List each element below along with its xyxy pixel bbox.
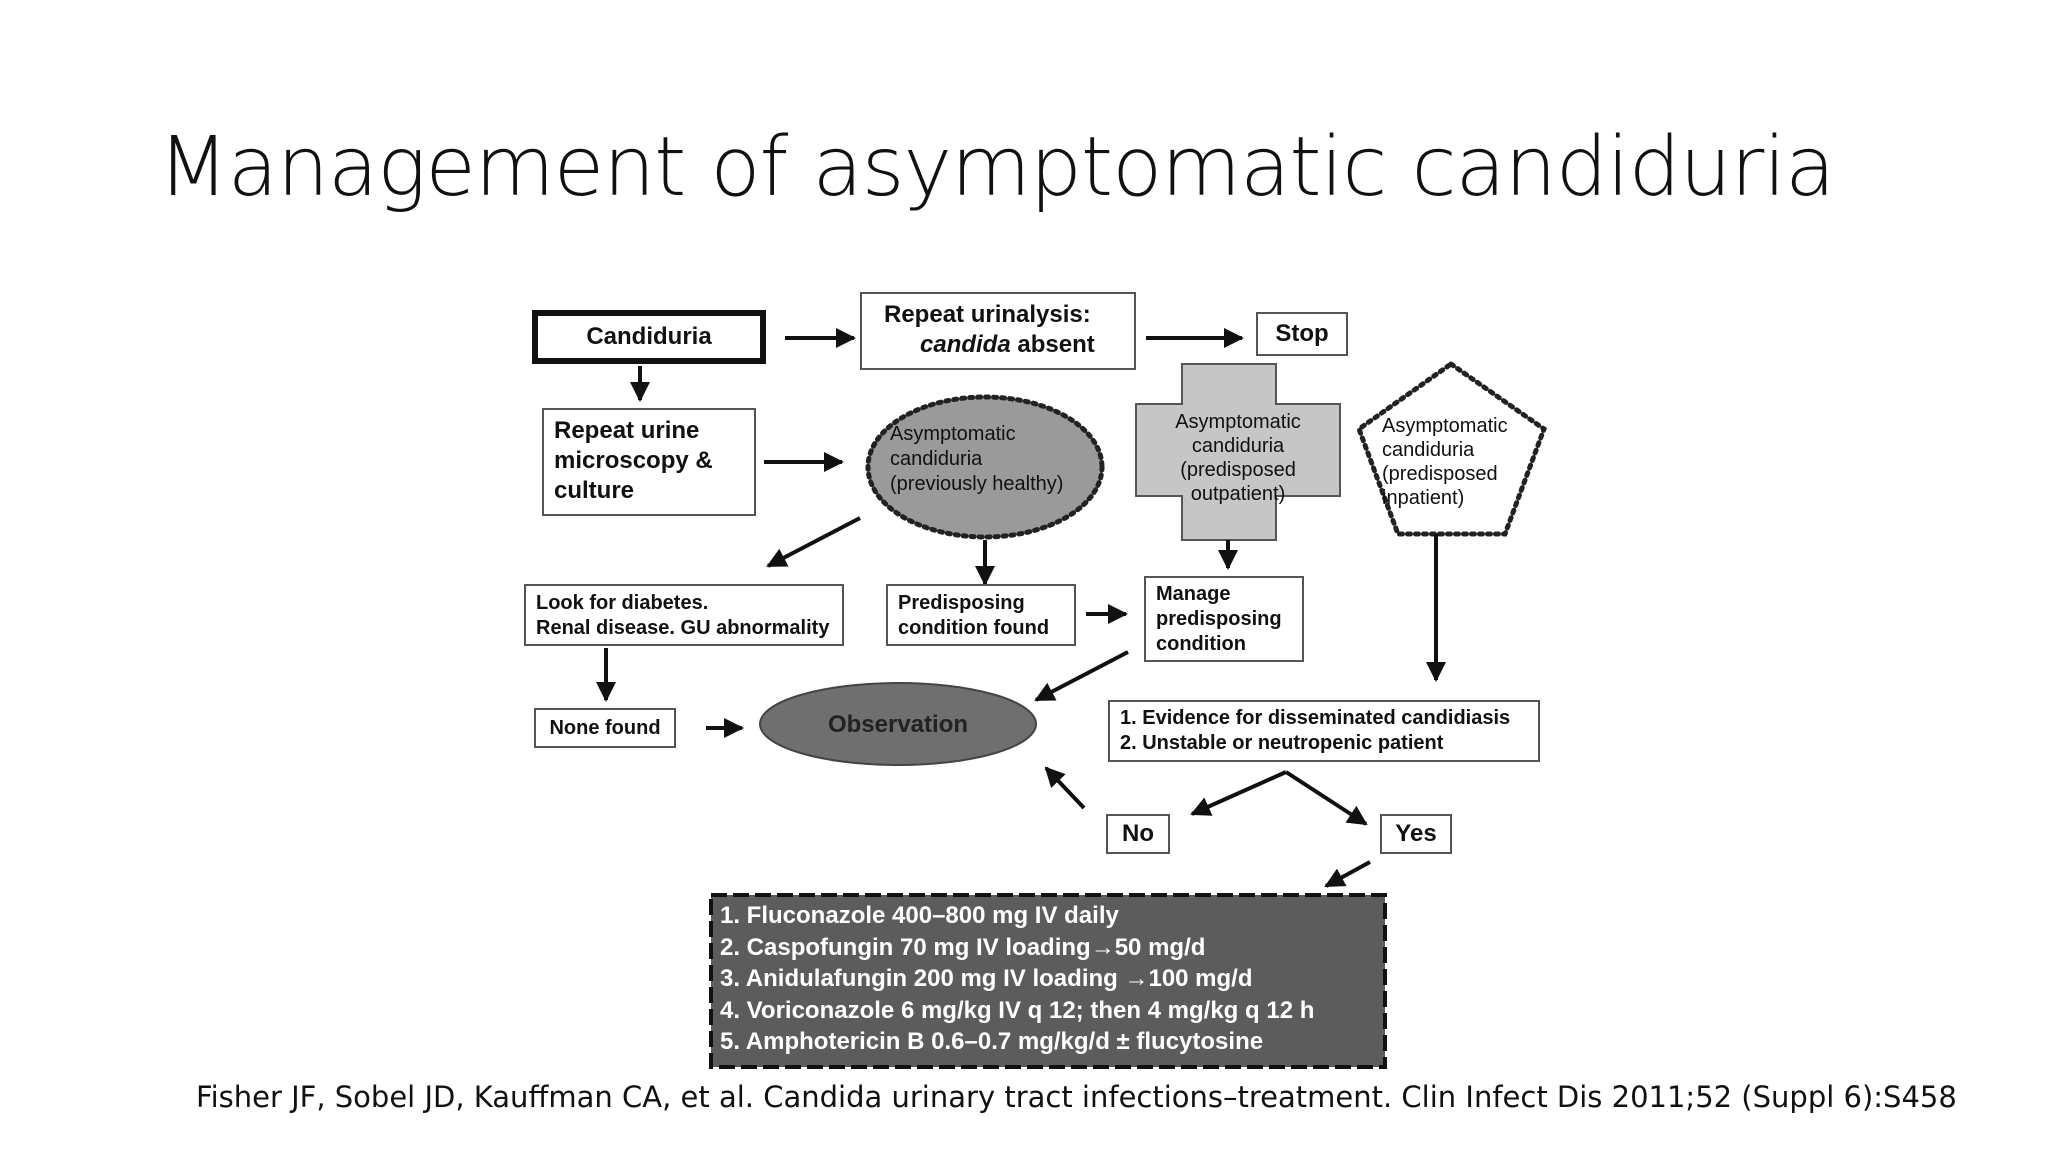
no-label: No — [1122, 820, 1154, 847]
evidence-line-1: 1. Evidence for disseminated candidiasis — [1120, 707, 1511, 729]
treatment-line-2: 2. Caspofungin 70 mg IV loading→50 mg/d — [720, 933, 1206, 961]
yes-label: Yes — [1395, 820, 1437, 847]
absent-label: absent — [1010, 331, 1095, 358]
outpatient-line-4: outpatient) — [1190, 483, 1286, 505]
node-manage: Manage predisposing condition — [1144, 576, 1304, 662]
look-for-line-2: Renal disease. GU abnormality — [536, 617, 830, 639]
stop-label: Stop — [1275, 320, 1329, 347]
predisposing-line-1: Predisposing — [898, 592, 1025, 614]
treatment-box-shape — [709, 893, 1387, 1069]
none-found-label: None found — [549, 716, 661, 739]
citation: Fisher JF, Sobel JD, Kauffman CA, et al.… — [196, 1080, 1957, 1114]
node-candiduria: Candiduria — [532, 310, 766, 364]
arrow-manage-to-observation — [1034, 650, 1129, 702]
microscopy-line-1: Repeat urine — [554, 417, 700, 444]
observation-label: Observation — [827, 711, 969, 738]
treatment-line-4: 4. Voriconazole 6 mg/kg IV q 12; then 4 … — [720, 996, 1315, 1024]
arrow-healthy-to-lookfor — [766, 516, 861, 568]
inpatient-line-2: candiduria — [1382, 439, 1475, 461]
inpatient-pentagon-shape — [1355, 360, 1548, 537]
outpatient-line-3: (predisposed — [1180, 459, 1296, 481]
manage-line-2: predisposing — [1156, 608, 1282, 630]
manage-line-3: condition — [1156, 633, 1246, 655]
look-for-line-1: Look for diabetes. — [536, 592, 709, 614]
node-healthy: Asymptomatic candiduria (previously heal… — [890, 422, 1100, 512]
outpatient-line-1: Asymptomatic — [1175, 411, 1301, 433]
node-outpatient: Asymptomatic candiduria (predisposed out… — [1140, 408, 1336, 508]
inpatient-line-1: Asymptomatic — [1382, 415, 1508, 437]
node-no: No — [1106, 814, 1170, 854]
repeat-urinalysis-line1: Repeat urinalysis: — [884, 301, 1091, 328]
arrow-evidence-split-no — [1190, 770, 1287, 816]
healthy-line-1: Asymptomatic — [890, 423, 1016, 445]
inpatient-line-4: inpatient) — [1382, 487, 1465, 509]
manage-line-1: Manage — [1156, 583, 1231, 605]
healthy-ellipse-shape — [865, 394, 1105, 540]
healthy-line-2: candiduria — [890, 448, 983, 470]
treatment-line-3: 3. Anidulafungin 200 mg IV loading →100 … — [720, 965, 1253, 992]
outpatient-cross-shape — [1135, 363, 1341, 541]
node-inpatient: Asymptomatic candiduria (predisposed inp… — [1382, 414, 1532, 514]
outpatient-line-2: candiduria — [1191, 435, 1285, 457]
node-stop: Stop — [1256, 312, 1348, 356]
predisposing-line-2: condition found — [898, 617, 1050, 639]
node-repeat-urinalysis: Repeat urinalysis: candida absent — [860, 292, 1136, 370]
observation-ellipse-shape — [759, 682, 1037, 766]
treatment-line-5: 5. Amphotericin B 0.6–0.7 mg/kg/d ± fluc… — [720, 1028, 1264, 1055]
node-repeat-microscopy: Repeat urine microscopy & culture — [542, 408, 756, 516]
microscopy-line-2: microscopy & — [554, 447, 713, 474]
node-none-found: None found — [534, 708, 676, 748]
node-look-for: Look for diabetes. Renal disease. GU abn… — [524, 584, 844, 646]
microscopy-line-3: culture — [554, 477, 635, 504]
slide-title: Management of asymptomatic candiduria — [158, 120, 1835, 215]
healthy-line-3: (previously healthy) — [890, 473, 1064, 495]
node-yes: Yes — [1380, 814, 1452, 854]
node-predisposing-found: Predisposing condition found — [886, 584, 1076, 646]
arrow-evidence-split-yes — [1284, 770, 1368, 826]
candiduria-label: Candiduria — [586, 323, 712, 350]
treatment-line-1: 1. Fluconazole 400–800 mg IV daily — [720, 902, 1119, 929]
arrow-yes-to-treatment — [1324, 860, 1371, 888]
treatment-box: 1. Fluconazole 400–800 mg IV daily 2. Ca… — [710, 894, 1386, 1068]
inpatient-line-3: (predisposed — [1382, 463, 1498, 485]
candida-italic-label: candida — [920, 331, 1011, 358]
evidence-line-2: 2. Unstable or neutropenic patient — [1120, 732, 1444, 754]
repeat-urinalysis-line2: candida absent — [884, 330, 1134, 360]
arrow-no-to-observation — [1044, 766, 1086, 810]
node-observation: Observation — [762, 700, 1034, 750]
node-evidence: 1. Evidence for disseminated candidiasis… — [1108, 700, 1540, 762]
